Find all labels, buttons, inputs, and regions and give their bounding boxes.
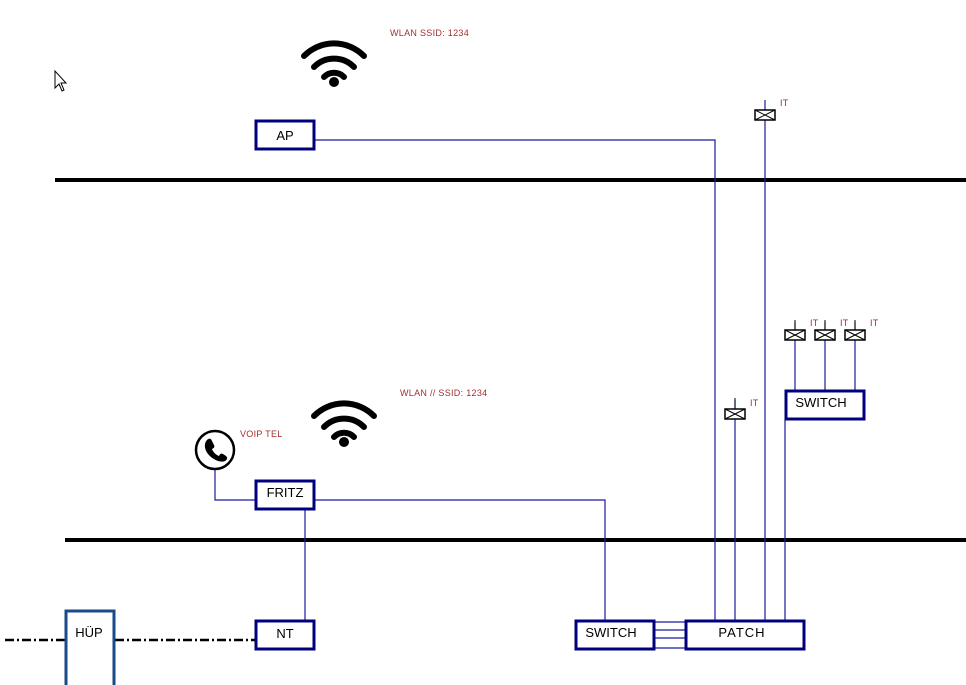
- fritz-label: FRITZ: [267, 485, 304, 500]
- voip-note: VOIP TEL: [240, 429, 283, 439]
- ap-device[interactable]: AP: [254, 119, 316, 151]
- switch-right-device[interactable]: SWITCH: [784, 389, 866, 421]
- outlet-it-3[interactable]: IT: [844, 318, 879, 341]
- phone-icon[interactable]: [194, 429, 236, 471]
- patch-device[interactable]: PATCH: [684, 619, 806, 651]
- nt-device[interactable]: NT: [254, 619, 316, 651]
- switch-right-label: SWITCH: [795, 395, 846, 410]
- outlet-label: IT: [780, 98, 789, 108]
- outlet-label: IT: [870, 318, 879, 328]
- wlan-upper-note: WLAN SSID: 1234: [390, 28, 469, 38]
- wire-fritz-switch: [315, 499, 606, 620]
- outlet-it-2[interactable]: IT: [814, 318, 849, 341]
- outlet-label: IT: [810, 318, 819, 328]
- patch-label: PATCH: [718, 625, 765, 640]
- fritz-device[interactable]: FRITZ: [254, 479, 316, 511]
- huep-device[interactable]: HÜP: [64, 609, 116, 685]
- outlet-it-top[interactable]: IT: [754, 98, 789, 121]
- wlan-lower-note: WLAN // SSID: 1234: [400, 388, 487, 398]
- outlet-it-mid[interactable]: IT: [724, 398, 759, 420]
- outlet-label: IT: [750, 398, 759, 408]
- outlet-label: IT: [840, 318, 849, 328]
- nt-label: NT: [276, 626, 293, 641]
- wire-phone-fritz: [214, 470, 255, 501]
- switch-bottom-label: SWITCH: [585, 625, 636, 640]
- switch-bottom-device[interactable]: SWITCH: [574, 619, 656, 651]
- ap-label: AP: [276, 128, 293, 143]
- wifi-icon: [311, 400, 377, 447]
- huep-label: HÜP: [75, 625, 102, 640]
- outlet-it-1[interactable]: IT: [784, 318, 819, 341]
- mouse-cursor-icon: [54, 69, 68, 92]
- wifi-icon: [301, 40, 367, 87]
- wire-ap-patch: [315, 139, 716, 620]
